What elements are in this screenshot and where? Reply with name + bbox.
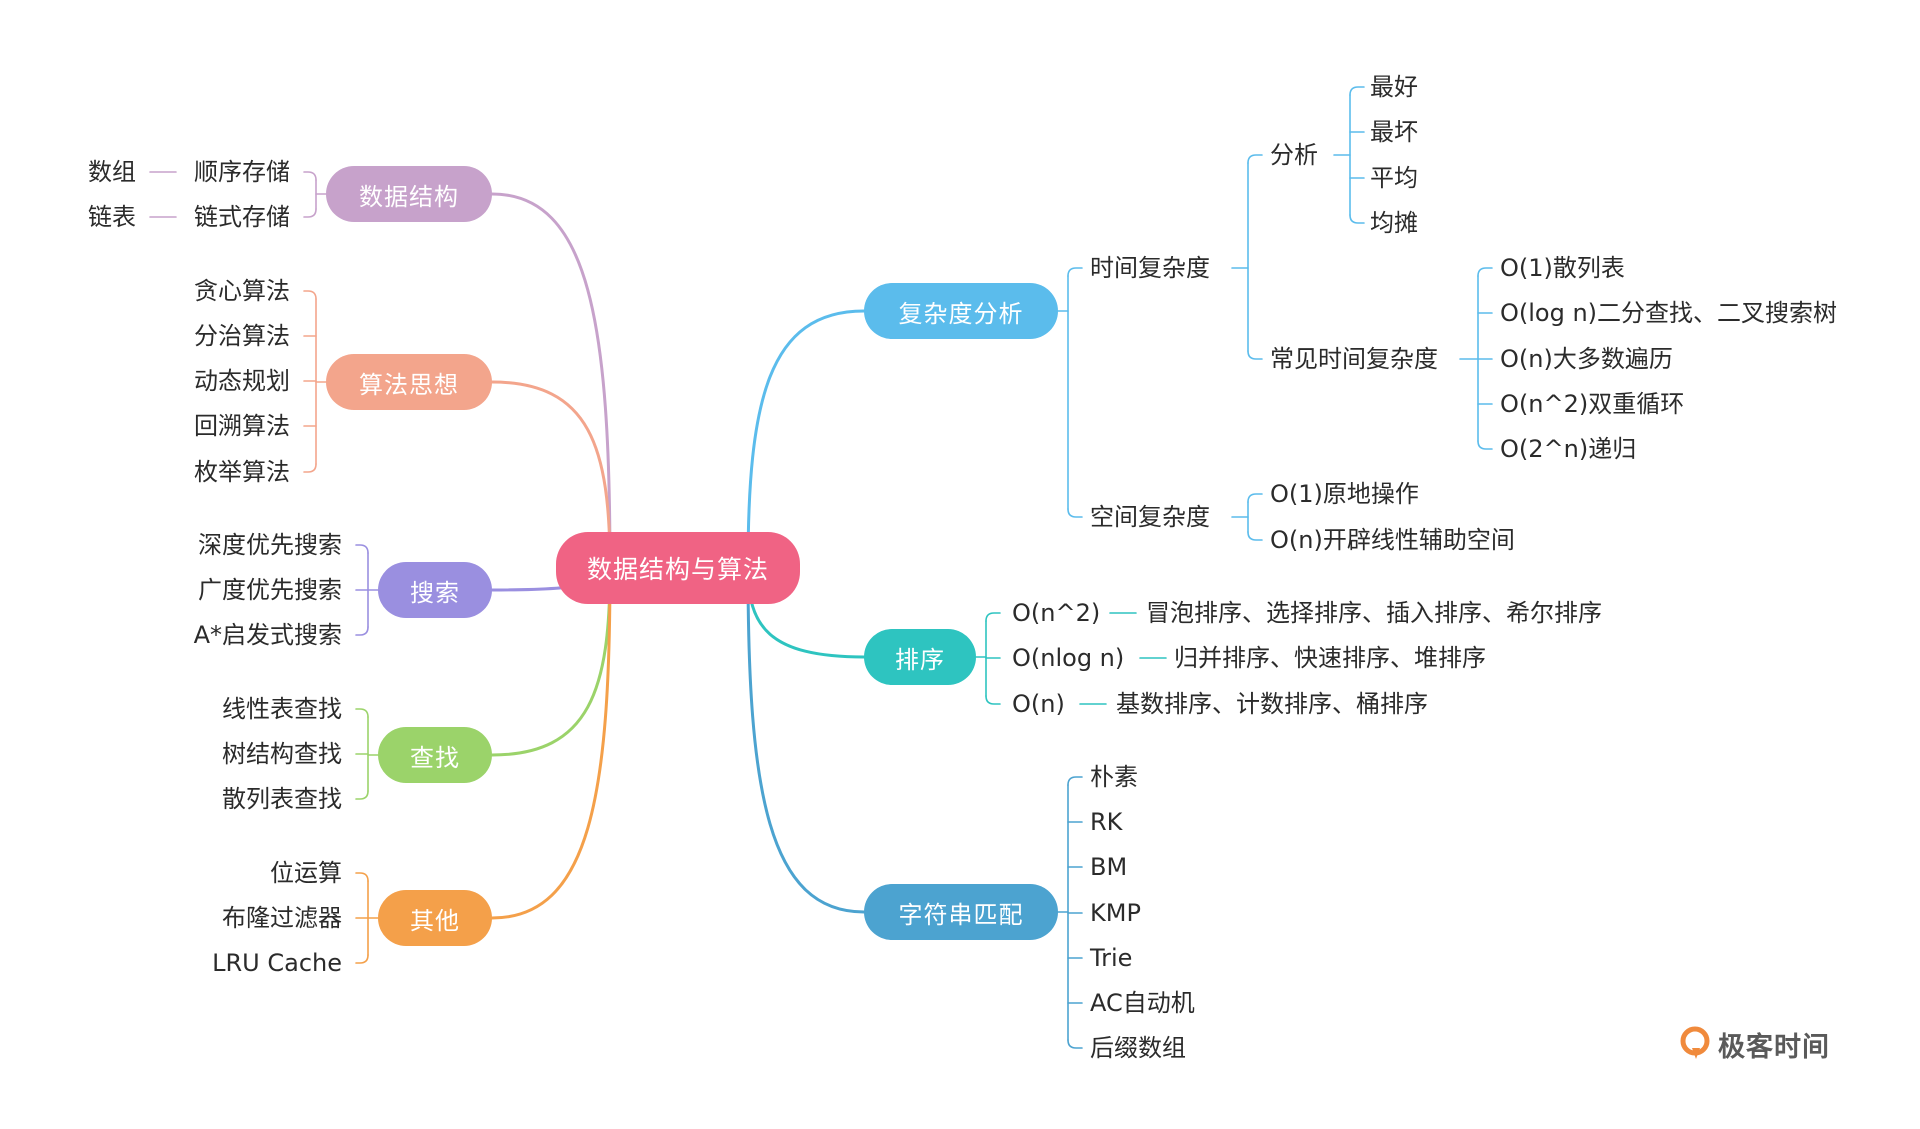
br-time-tick-1 <box>1247 350 1263 360</box>
leaf-best: 最好 <box>1370 73 1418 101</box>
root-node: 数据结构与算法 <box>556 532 800 604</box>
br-search-tick-2 <box>355 626 369 636</box>
node-data-structures: 数据结构 <box>326 166 492 222</box>
leaf-linked-list: 链表 <box>88 203 136 231</box>
leaf-bfs: 广度优先搜索 <box>198 576 342 604</box>
br-str-tick-0 <box>1067 776 1083 786</box>
leaf-sort-onlogn-algos: 归并排序、快速排序、堆排序 <box>1174 644 1486 672</box>
root-to-left-0 <box>490 192 612 570</box>
br-ds-tick-1 <box>303 208 317 218</box>
leaf-rk: RK <box>1090 808 1123 836</box>
leaf-o2n-recursion: O(2^n)递归 <box>1500 435 1637 463</box>
leaf-worst: 最坏 <box>1370 118 1418 146</box>
leaf-o1-inplace: O(1)原地操作 <box>1270 480 1419 508</box>
leaf-space-complexity: 空间复杂度 <box>1090 503 1210 531</box>
leaf-greedy: 贪心算法 <box>194 277 290 305</box>
br-common-tick-4 <box>1477 440 1493 450</box>
br-analysis-tick-3 <box>1349 214 1365 224</box>
leaf-o1-hash: O(1)散列表 <box>1500 254 1625 282</box>
br-str-tick-6 <box>1067 1039 1083 1049</box>
leaf-suffix-array: 后缀数组 <box>1090 1034 1186 1062</box>
br-sort-tick-2 <box>985 695 1001 705</box>
leaf-ologn: O(log n)二分查找、二叉搜索树 <box>1500 299 1838 327</box>
leaf-sort-on2: O(n^2) <box>1012 599 1101 627</box>
br-other-tick-2 <box>355 954 369 964</box>
root-to-left-4 <box>490 566 612 920</box>
br-common-tick-0 <box>1477 267 1493 277</box>
br-sort-tick-0 <box>985 612 1001 622</box>
leaf-on-traversal: O(n)大多数遍历 <box>1500 345 1673 373</box>
br-algo-tick-0 <box>303 290 317 300</box>
node-sorting: 排序 <box>864 629 976 685</box>
br-space-tick-0 <box>1247 493 1263 503</box>
leaf-dfs: 深度优先搜索 <box>198 531 342 559</box>
br-space-tick-1 <box>1247 531 1263 541</box>
brand-logo: 极客时间 <box>1680 1024 1830 1064</box>
br-ds-tick-0 <box>303 171 317 181</box>
brand-mark-icon <box>1680 1026 1710 1059</box>
leaf-sort-on2-algos: 冒泡排序、选择排序、插入排序、希尔排序 <box>1146 599 1602 627</box>
leaf-sort-onlogn: O(nlog n) <box>1012 644 1125 672</box>
leaf-tree-search: 树结构查找 <box>222 740 342 768</box>
br-lookup-tick-0 <box>355 708 369 718</box>
leaf-amortized: 均摊 <box>1370 209 1418 237</box>
root-to-right-0 <box>746 309 866 570</box>
leaf-kmp: KMP <box>1090 899 1141 927</box>
leaf-naive: 朴素 <box>1090 763 1138 791</box>
node-others: 其他 <box>378 890 492 946</box>
node-lookup: 查找 <box>378 727 492 783</box>
leaf-time-complexity: 时间复杂度 <box>1090 254 1210 282</box>
root-to-left-1 <box>490 380 612 570</box>
br-search-tick-0 <box>355 544 369 554</box>
leaf-enumeration: 枚举算法 <box>194 458 290 486</box>
leaf-hash-search: 散列表查找 <box>222 785 342 813</box>
leaf-trie: Trie <box>1090 944 1133 972</box>
br-analysis-tick-0 <box>1349 86 1365 96</box>
br-cx-tick-1 <box>1067 508 1083 518</box>
br-cx-tick-0 <box>1067 267 1083 277</box>
leaf-analysis: 分析 <box>1270 141 1318 169</box>
leaf-ac-automaton: AC自动机 <box>1090 989 1195 1017</box>
brand-name: 极客时间 <box>1718 1031 1830 1063</box>
root-to-right-2 <box>746 566 866 914</box>
leaf-sort-on: O(n) <box>1012 690 1065 718</box>
leaf-lru-cache: LRU Cache <box>212 949 342 977</box>
leaf-bloom-filter: 布隆过滤器 <box>222 904 342 932</box>
br-algo-tick-4 <box>303 463 317 473</box>
node-search: 搜索 <box>378 562 492 618</box>
br-other-tick-0 <box>355 872 369 882</box>
node-algorithm-ideas: 算法思想 <box>326 354 492 410</box>
leaf-divide-conquer: 分治算法 <box>194 322 290 350</box>
leaf-average: 平均 <box>1370 164 1418 192</box>
leaf-on-aux-space: O(n)开辟线性辅助空间 <box>1270 526 1515 554</box>
leaf-sort-on-algos: 基数排序、计数排序、桶排序 <box>1116 690 1428 718</box>
leaf-array: 数组 <box>88 158 136 186</box>
node-complexity: 复杂度分析 <box>864 283 1058 339</box>
leaf-astar: A*启发式搜索 <box>193 621 342 649</box>
leaf-common-time-complexity: 常见时间复杂度 <box>1270 345 1438 373</box>
leaf-dynamic-programming: 动态规划 <box>194 367 290 395</box>
leaf-linked-storage: 链式存储 <box>194 203 290 231</box>
leaf-linear-search: 线性表查找 <box>222 695 342 723</box>
leaf-bm: BM <box>1090 853 1128 881</box>
leaf-sequential-storage: 顺序存储 <box>194 158 290 186</box>
br-time-tick-0 <box>1247 154 1263 164</box>
leaf-on2-double-loop: O(n^2)双重循环 <box>1500 390 1685 418</box>
node-string-matching: 字符串匹配 <box>864 884 1058 940</box>
leaf-backtracking: 回溯算法 <box>194 412 290 440</box>
leaf-bit-ops: 位运算 <box>270 859 342 887</box>
br-lookup-tick-2 <box>355 790 369 800</box>
